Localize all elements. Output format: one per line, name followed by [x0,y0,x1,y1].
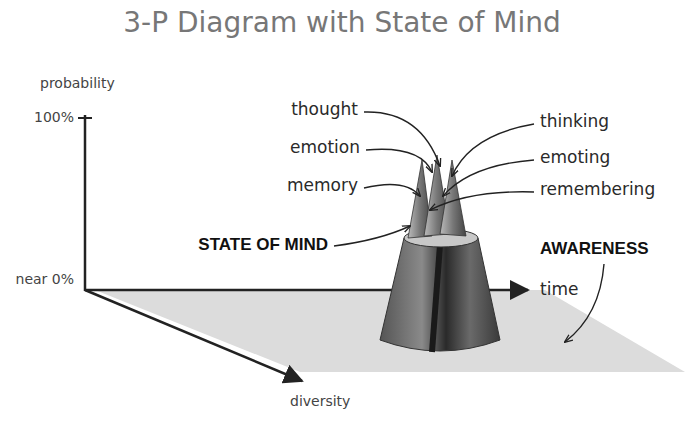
axis-label: time [540,280,578,299]
axis-label: probability [40,76,115,91]
element-label: memory [287,176,358,195]
leader-line [366,149,432,172]
cone-shade [432,245,440,352]
process-label: thinking [540,112,609,131]
probability-axis [84,115,87,291]
cone [380,238,500,351]
element-label: thought [291,100,358,119]
leader-line [565,264,604,342]
axis-value: 100% [34,110,74,125]
leader-line [364,112,440,166]
diagram-title: 3-P Diagram with State of Mind [123,8,561,39]
element-label: emotion [290,138,360,157]
axis-label: diversity [290,394,350,409]
leader-line [443,160,534,196]
process-label: remembering [540,180,655,199]
leader-line [364,184,420,196]
leader-line [430,192,534,210]
callout-label: AWARENESS [540,240,649,259]
callout-label: STATE OF MIND [198,236,328,255]
leader-line [452,124,534,176]
axis-value: near 0% [16,272,74,287]
diversity-axis [85,290,302,381]
axis-tick [78,117,92,119]
process-label: emoting [540,148,610,167]
leader-line [334,226,410,246]
